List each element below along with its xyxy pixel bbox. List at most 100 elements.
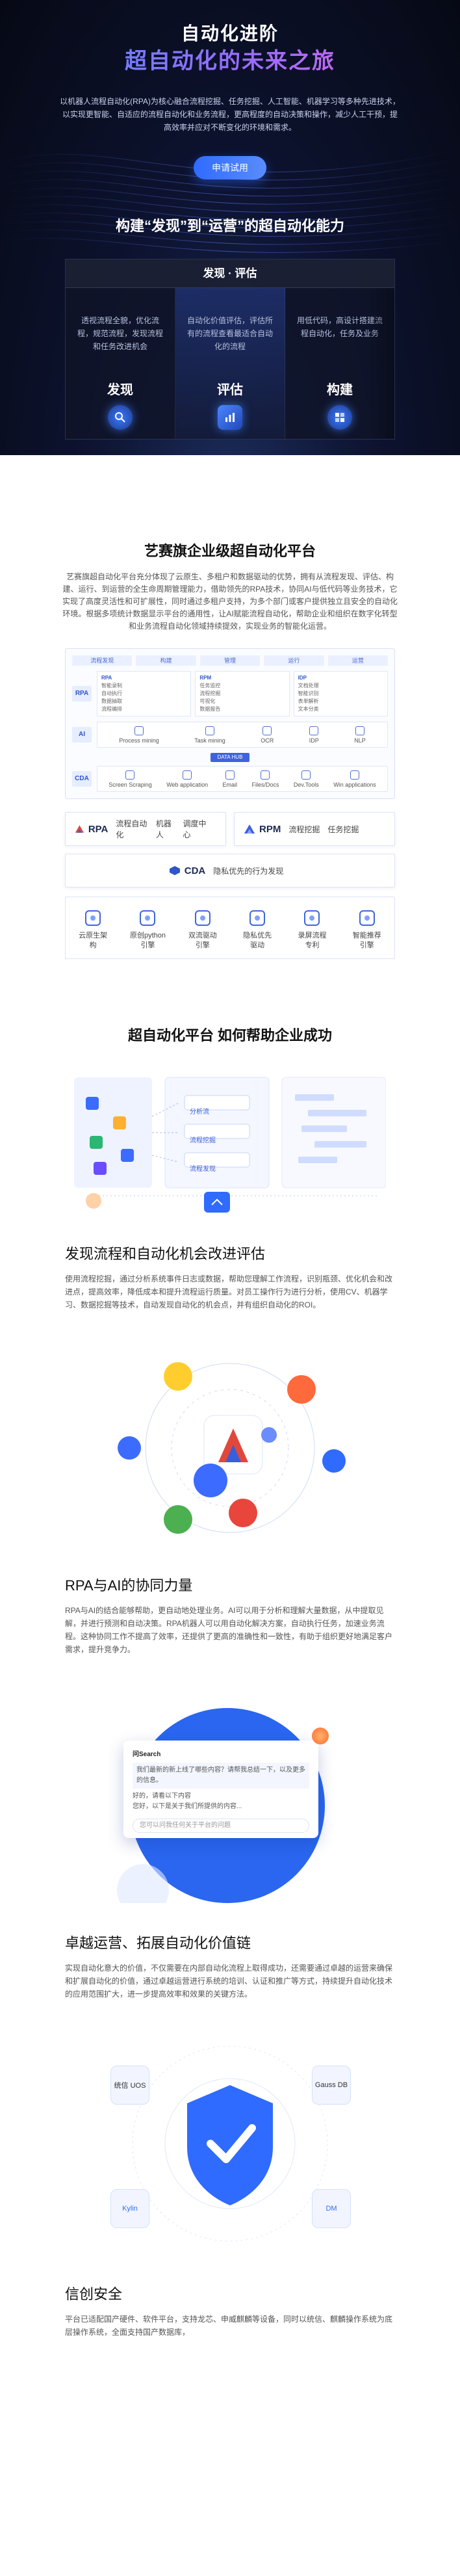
arch-ai-item: Process mining	[119, 726, 159, 744]
hero-description: 以机器人流程自动化(RPA)为核心融合流程挖掘、任务挖掘、人工智能、机器学习等多…	[60, 97, 400, 132]
product-name: CDA	[184, 865, 206, 876]
arch-cda-item: Web application	[166, 770, 208, 788]
arch-lifecycle-item: 运行	[264, 655, 324, 666]
stage-label: 评估	[217, 383, 243, 397]
stage-label: 发现	[107, 383, 133, 397]
block-title-discover: 发现流程和自动化机会改进评估	[65, 1246, 266, 1262]
arch-lifecycle-item: 流程发现	[72, 655, 133, 666]
python-icon	[140, 910, 156, 926]
stage-header: 发现 · 评估	[66, 259, 394, 288]
files-icon	[261, 770, 270, 780]
flow-label-analysis: 分析流	[190, 1109, 209, 1116]
arch-cda-item: Dev.Tools	[294, 770, 319, 788]
stage-text: 自动化价值评估，评估所有的流程查看最适合自动化的流程	[186, 316, 273, 351]
cda-logo-icon	[169, 866, 180, 875]
rpa-logo-icon	[75, 825, 84, 833]
screen-icon	[125, 770, 135, 780]
chat-reply-2: 您好，以下是关于我们所提供的内容...	[133, 1803, 242, 1810]
badge-dm: DM	[312, 2189, 351, 2228]
stage-card-evaluate[interactable]: 自动化价值评估，评估所有的流程查看最适合自动化的流程 评估	[175, 288, 285, 439]
carousel-fade	[368, 288, 394, 439]
platform-section: 艺赛旗企业级超自动化平台 艺赛旗超自动化平台充分体现了云原生、多租户和数据驱动的…	[0, 455, 460, 959]
feature-screen-record: 录屏流程专利	[285, 897, 339, 958]
block-title-security: 信创安全	[65, 2286, 123, 2302]
privacy-icon	[249, 910, 266, 926]
arch-cda-item: Win applications	[333, 770, 376, 788]
stage-label: 构建	[327, 383, 353, 397]
evaluate-icon	[218, 405, 242, 430]
hero-title: 自动化进阶	[181, 23, 279, 44]
arch-tag: CDA	[72, 771, 92, 787]
product-card-rpa[interactable]: RPA 流程自动化 机器人 调度中心	[65, 812, 226, 846]
flow-label-mining: 流程挖掘	[190, 1137, 216, 1144]
rpa-ai-illustration	[74, 1350, 386, 1545]
arch-rpa-col: RPA 智能录制 自动执行 数据抽取 流程编排	[97, 671, 192, 716]
platform-description: 艺赛旗超自动化平台充分体现了云原生、多租户和数据驱动的优势，拥有从流程发现、评估…	[62, 572, 398, 631]
stage-card-build[interactable]: 用低代码，高设计搭建流程自动化，任务及业务 构建	[285, 288, 394, 439]
process-mining-illustration: 分析流 流程挖掘 流程发现	[74, 1071, 387, 1214]
search-orb-icon	[312, 1728, 329, 1744]
arch-lifecycle-row: 流程发现 构建 管理 运行 运营	[72, 655, 389, 666]
feature-recommend: 智能推荐引擎	[340, 897, 394, 958]
cloud-icon	[85, 910, 101, 926]
block-desc-security: 平台已适配国产硬件、软件平台，支持龙芯、申威麒麟等设备，同时以统信、麒麟操作系统…	[65, 2315, 393, 2337]
product-card-cda[interactable]: CDA 隐私优先的行为发现	[65, 854, 395, 887]
feature-dual-engine: 双流驱动引擎	[175, 897, 230, 958]
arch-cda-row: CDA Screen Scraping Web application Emai…	[72, 766, 388, 792]
nlp-icon	[355, 726, 364, 735]
ocr-icon	[262, 726, 272, 735]
product-name: RPA	[88, 823, 109, 835]
build-icon	[327, 405, 352, 430]
product-name: RPM	[259, 823, 281, 835]
hero-section: 自动化进阶 超自动化的未来之旅 以机器人流程自动化(RPA)为核心融合流程挖掘、…	[0, 0, 460, 455]
product-card-rpm[interactable]: RPM 流程挖掘 任务挖掘	[234, 812, 395, 846]
arch-cda-item: Email	[223, 770, 237, 788]
how-title: 超自动化平台 如何帮助企业成功	[127, 1027, 333, 1044]
badge-gaussdb: Gauss DB	[312, 2066, 351, 2105]
devtools-icon	[301, 770, 311, 780]
chat-title: 问Search	[133, 1751, 161, 1758]
feature-privacy: 隐私优先驱动	[230, 897, 285, 958]
arch-cda-item: Screen Scraping	[109, 770, 152, 788]
stage-card-discover[interactable]: 透视流程全貌，优化流程，规范流程，发现流程和任务改进机会 发现	[66, 288, 175, 439]
dual-flow-icon	[194, 910, 211, 926]
apply-trial-button[interactable]: 申请试用	[194, 156, 266, 179]
web-icon	[183, 770, 192, 780]
how-section: 超自动化平台 如何帮助企业成功	[0, 959, 460, 2339]
chat-question: 我们最新的新上线了哪些内容？请帮我总结一下，以及更多的信息。	[133, 1763, 309, 1789]
chat-card: 问Search 我们最新的新上线了哪些内容？请帮我总结一下，以及更多的信息。 好…	[123, 1741, 318, 1838]
capability-section-title: 构建“发现”到“运营”的超自动化能力	[115, 218, 344, 234]
platform-title: 艺赛旗企业级超自动化平台	[144, 543, 316, 559]
arch-tag: RPA	[72, 686, 92, 702]
task-mining-icon	[205, 726, 214, 735]
feature-cloud-native: 云原生架构	[66, 897, 120, 958]
arch-rpm-col: RPM 任务监控 流程挖掘 可视化 数据报告	[195, 671, 290, 716]
arch-idp-col: IDP 文档处理 智能识别 表单解析 文本分类	[293, 671, 388, 716]
block-title-rpa-ai: RPA与AI的协同力量	[65, 1577, 193, 1594]
chat-reply-1: 好的，请看以下内容	[133, 1793, 191, 1800]
arch-lifecycle-item: 管理	[199, 655, 261, 666]
badge-kylin: Kylin	[110, 2189, 149, 2228]
stage-carousel: 发现 · 评估 透视流程全貌，优化流程，规范流程，发现流程和任务改进机会 发现 …	[65, 259, 395, 440]
windows-icon	[350, 770, 359, 780]
process-mining-icon	[134, 726, 144, 735]
arch-cda-item: Files/Docs	[251, 770, 279, 788]
stage-text: 透视流程全貌，优化流程，规范流程，发现流程和任务改进机会	[77, 316, 163, 351]
block-desc-operation: 实现自动化意大的价值，不仅需要在内部自动化流程上取得成功，还需要通过卓越的运营来…	[65, 1964, 393, 1999]
arch-data-hub: DATA HUB	[211, 753, 249, 762]
email-icon	[225, 770, 235, 780]
arch-ai-item: Task mining	[194, 726, 225, 744]
record-icon	[304, 910, 320, 926]
stage-text: 用低代码，高设计搭建流程自动化，任务及业务	[296, 316, 383, 338]
arch-ai-item: OCR	[261, 726, 274, 744]
block-title-operation: 卓越运营、拓展自动化价值链	[65, 1935, 251, 1951]
recommend-icon	[359, 910, 375, 926]
arch-lifecycle-item: 构建	[136, 655, 196, 666]
arch-tag: AI	[72, 727, 92, 743]
chat-input[interactable]: 您可以问我任何关于平台的问题	[133, 1819, 309, 1833]
hero-subtitle: 超自动化的未来之旅	[0, 43, 460, 75]
arch-ai-item: NLP	[354, 726, 366, 744]
arch-ai-row: AI Process mining Task mining OCR IDP NL…	[72, 722, 388, 748]
